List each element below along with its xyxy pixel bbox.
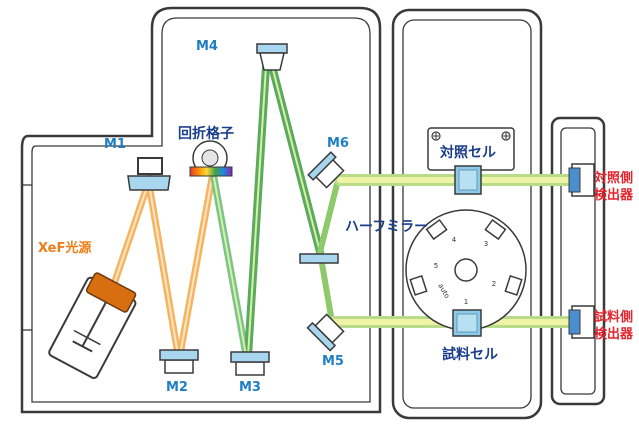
- sample-compartment-outline: [391, 8, 543, 420]
- label-grating: 回折格子: [178, 126, 234, 142]
- label-source: XeF光源: [38, 241, 92, 256]
- mirror-m3: [230, 351, 270, 376]
- label-m3: M3: [239, 380, 261, 395]
- label-m1: M1: [104, 137, 126, 152]
- half-mirror: [299, 253, 339, 264]
- label-m5: M5: [322, 354, 344, 369]
- turret-number-3: 3: [484, 240, 488, 248]
- label-sample-cell: 試料セル: [442, 347, 498, 363]
- diffraction-grating: [189, 140, 233, 177]
- label-half-mirror: ハーフミラー: [345, 219, 429, 235]
- turret-number-5: 5: [434, 262, 438, 270]
- turret-number-2: 2: [492, 280, 496, 288]
- label-reference-detector-line1: 対照側: [594, 171, 634, 186]
- label-sample-detector: 試料側 検出器: [594, 309, 633, 343]
- mirror-m1: [127, 157, 171, 191]
- label-m6: M6: [327, 136, 349, 151]
- label-sample-detector-line2: 検出器: [594, 327, 634, 342]
- mirror-m2: [159, 349, 199, 374]
- label-m2: M2: [166, 380, 188, 395]
- label-reference-cell: 対照セル: [440, 145, 496, 161]
- label-m4: M4: [196, 39, 218, 54]
- mirror-m6: [307, 151, 345, 189]
- sample-cell: [452, 309, 482, 337]
- detector-housing-outline: [550, 116, 606, 406]
- turret-number-1: 1: [464, 298, 468, 306]
- label-reference-detector: 対照側 検出器: [594, 170, 633, 204]
- xef-lamp: [48, 272, 137, 379]
- label-sample-detector-line1: 試料側: [594, 310, 634, 325]
- reference-cell-holder: [427, 127, 515, 171]
- reference-cell: [454, 165, 482, 195]
- mirror-m4: [256, 43, 288, 71]
- housing-outline: [20, 6, 382, 414]
- label-reference-detector-line2: 検出器: [594, 188, 634, 203]
- sample-detector: [568, 305, 595, 339]
- reference-detector: [568, 163, 595, 197]
- turret-number-4: 4: [452, 236, 457, 244]
- mirror-m5: [306, 313, 345, 352]
